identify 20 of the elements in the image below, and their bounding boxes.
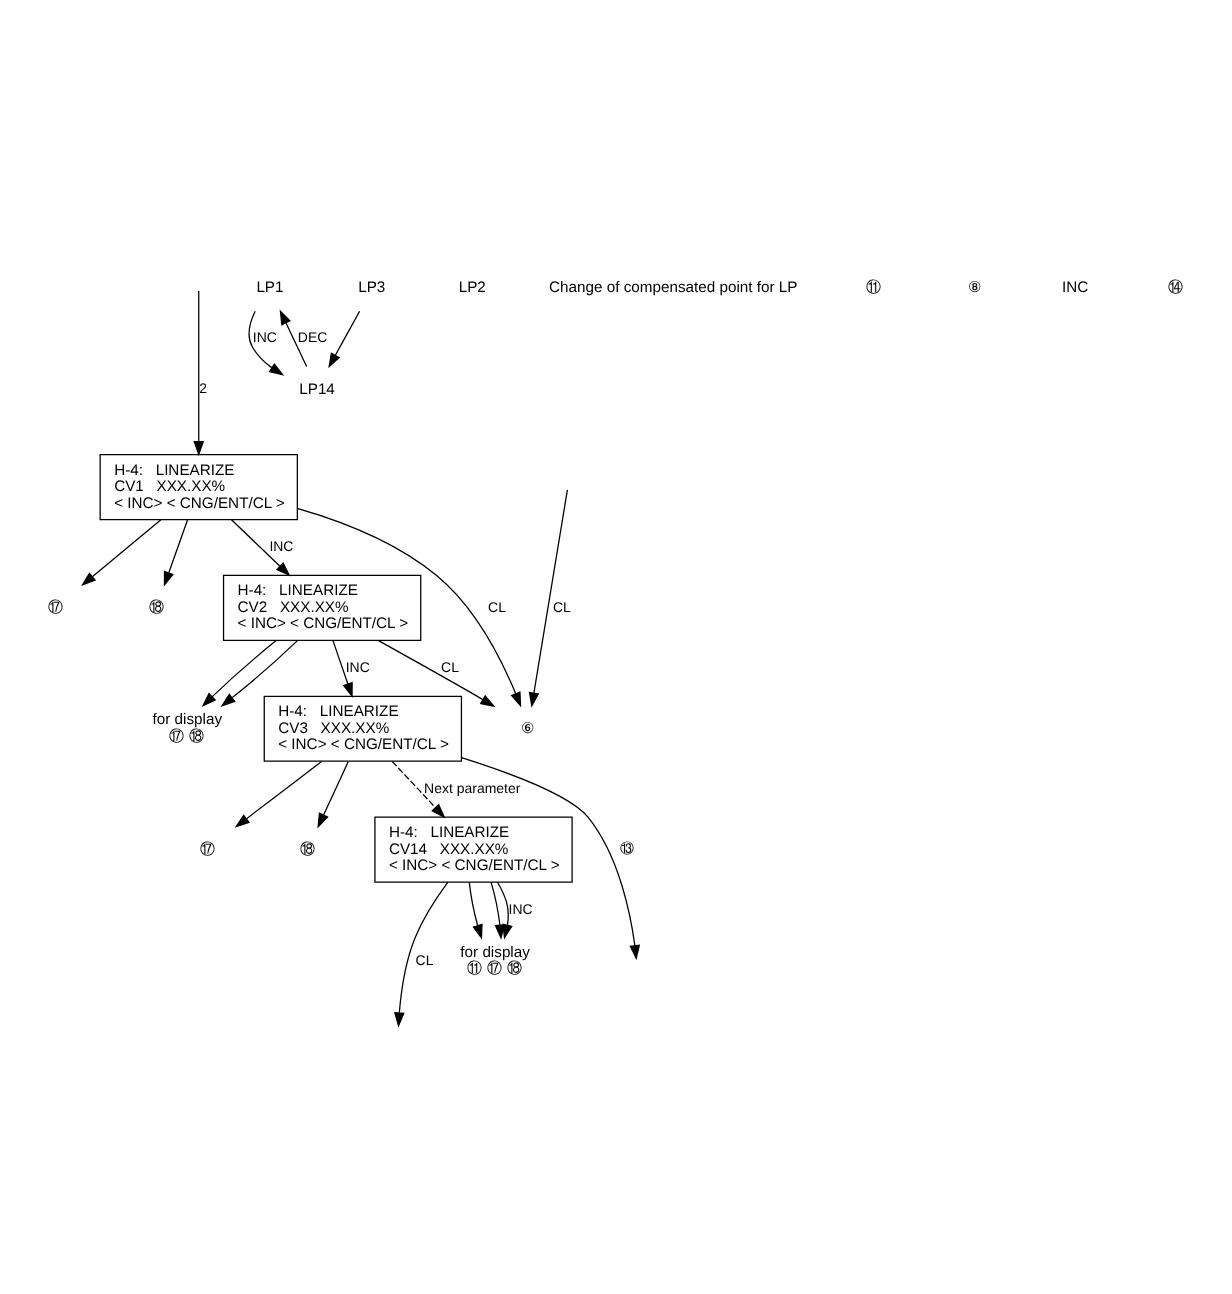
arrow <box>394 880 449 1027</box>
arrow <box>468 880 483 939</box>
arrow <box>328 309 361 368</box>
arrow <box>248 309 285 375</box>
arrow <box>490 880 506 939</box>
arrow <box>317 760 349 828</box>
arrow <box>220 638 299 706</box>
arrow <box>193 289 205 456</box>
arrow <box>528 488 569 707</box>
arrow <box>230 518 291 576</box>
arrow <box>332 639 353 697</box>
arrow <box>460 755 641 960</box>
arrow <box>297 506 522 707</box>
arrow <box>163 518 189 586</box>
arrow <box>234 759 323 827</box>
arrow <box>201 638 277 707</box>
arrow <box>279 308 308 367</box>
arrow <box>377 638 496 707</box>
arrow <box>81 518 162 586</box>
arrow <box>391 760 446 818</box>
